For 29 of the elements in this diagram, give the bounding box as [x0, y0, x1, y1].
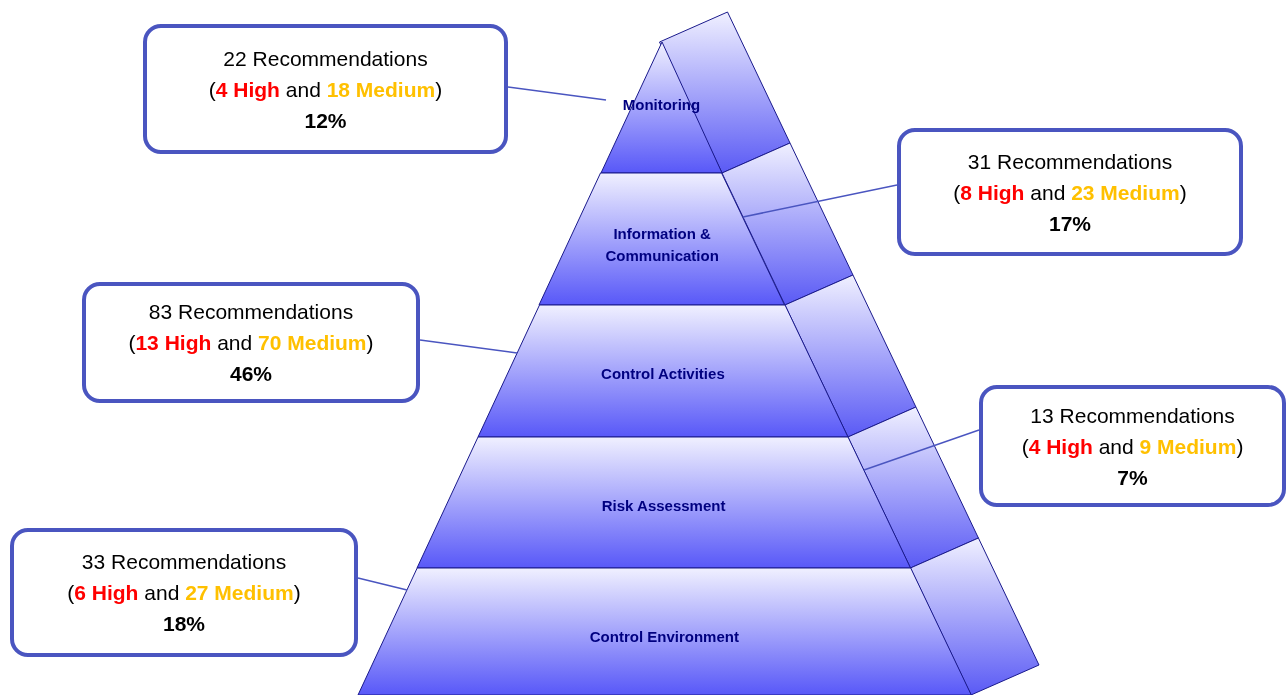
layer-label: Risk Assessment — [601, 496, 726, 516]
priority-breakdown: (13 High and 70 Medium) — [128, 330, 374, 356]
leader-line — [863, 429, 980, 471]
callout-box — [979, 385, 1286, 507]
callout-box — [10, 528, 358, 657]
priority-breakdown: (4 High and 9 Medium) — [1021, 433, 1244, 460]
recommendation-count: 22 Recommendations — [223, 45, 428, 72]
leader-line — [507, 86, 607, 101]
recommendation-count: 33 Recommendations — [81, 549, 287, 575]
recommendation-count: 31 Recommendations — [967, 148, 1173, 175]
priority-breakdown: (6 High and 27 Medium) — [67, 580, 301, 606]
priority-breakdown: (8 High and 23 Medium) — [953, 179, 1187, 206]
leader-line — [419, 339, 518, 354]
callout-box — [897, 128, 1243, 256]
recommendation-count: 83 Recommendations — [148, 299, 354, 325]
layer-label: Control Environment — [589, 627, 739, 647]
layer-label: Control Activities — [601, 364, 725, 384]
leader-line — [742, 184, 898, 218]
percentage-text: 7% — [1117, 464, 1148, 491]
recommendation-count: 13 Recommendations — [1030, 402, 1235, 429]
percentage-text: 17% — [1049, 210, 1091, 237]
percentage-text: 46% — [230, 361, 272, 387]
percentage-text: 12% — [304, 107, 347, 134]
callout-box — [82, 282, 420, 403]
layer-label: Information & Communication — [604, 224, 720, 266]
priority-breakdown: (4 High and 18 Medium) — [208, 76, 443, 103]
callout-box — [143, 24, 508, 154]
percentage-text: 18% — [163, 611, 205, 637]
leader-line — [357, 577, 408, 591]
